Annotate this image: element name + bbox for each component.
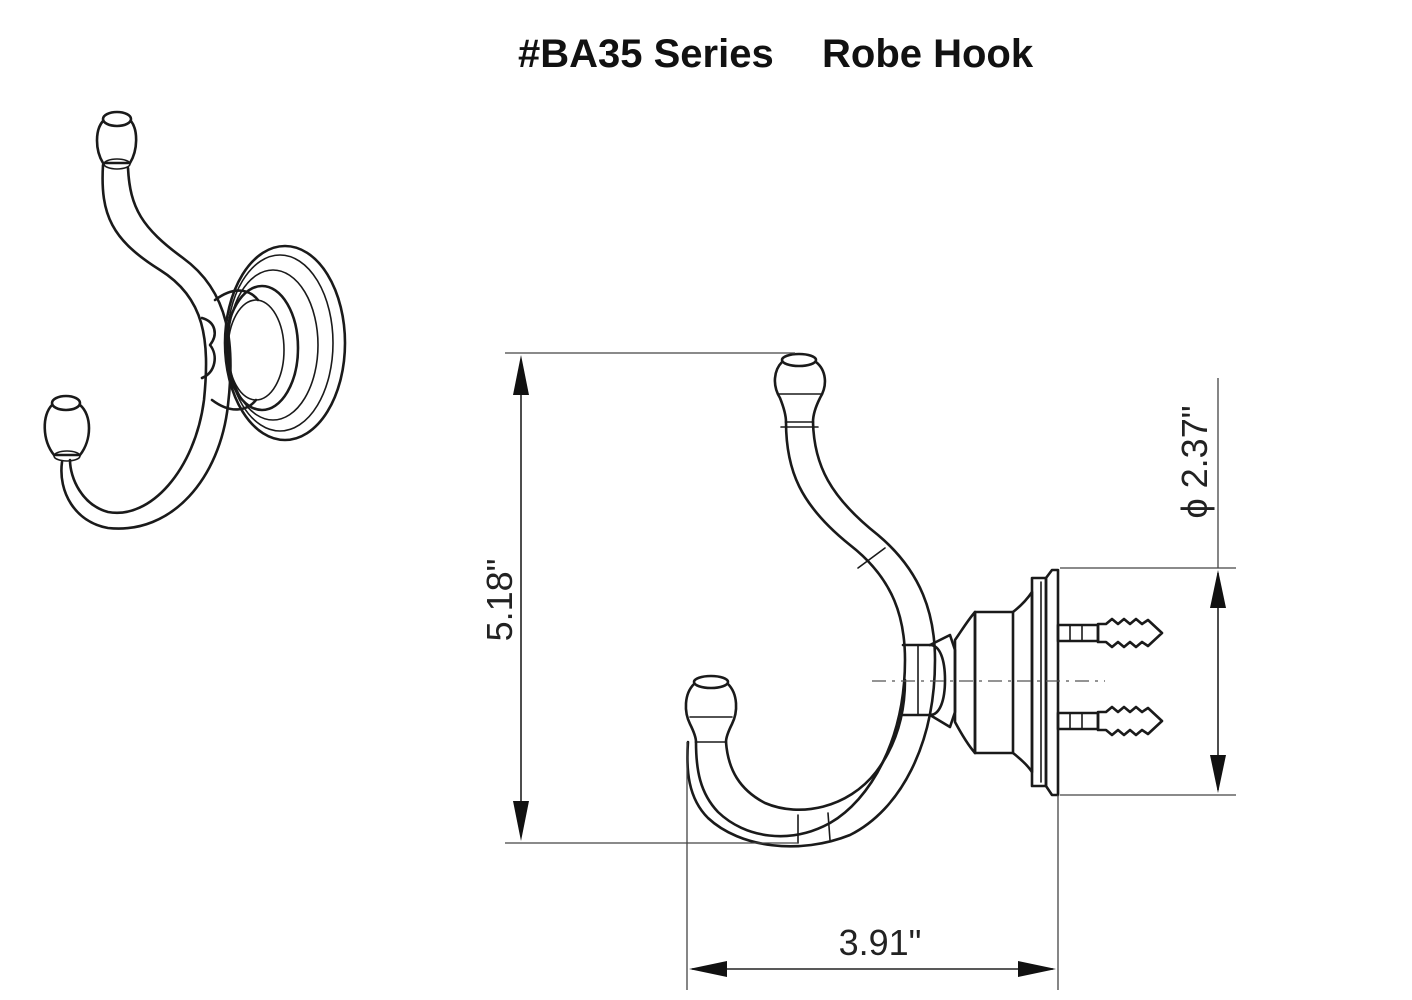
height-label: 5.18" — [479, 559, 520, 642]
iso-backplate — [210, 244, 347, 442]
iso-hook-body — [60, 163, 232, 530]
title-series: #BA35 Series — [518, 32, 774, 76]
iso-bottom-knob — [43, 394, 91, 462]
screw-upper — [1056, 617, 1164, 649]
isometric-view — [43, 110, 347, 530]
iso-top-knob — [95, 110, 138, 170]
screw-lower — [1056, 705, 1164, 737]
side-hook-body — [686, 420, 937, 848]
side-screws — [1056, 617, 1164, 737]
side-mounting-base — [953, 568, 1060, 797]
side-bottom-knob — [684, 674, 738, 744]
dimension-diameter: ϕ 2.37" — [1060, 378, 1236, 796]
title-product: Robe Hook — [822, 32, 1034, 76]
dimension-height: 5.18" — [479, 352, 798, 844]
side-view — [684, 352, 1164, 848]
side-top-knob — [773, 352, 827, 424]
diameter-label: ϕ 2.37" — [1174, 405, 1215, 518]
iso-collar — [200, 316, 216, 380]
width-label: 3.91" — [839, 922, 922, 963]
dimension-width: 3.91" — [686, 742, 1059, 990]
